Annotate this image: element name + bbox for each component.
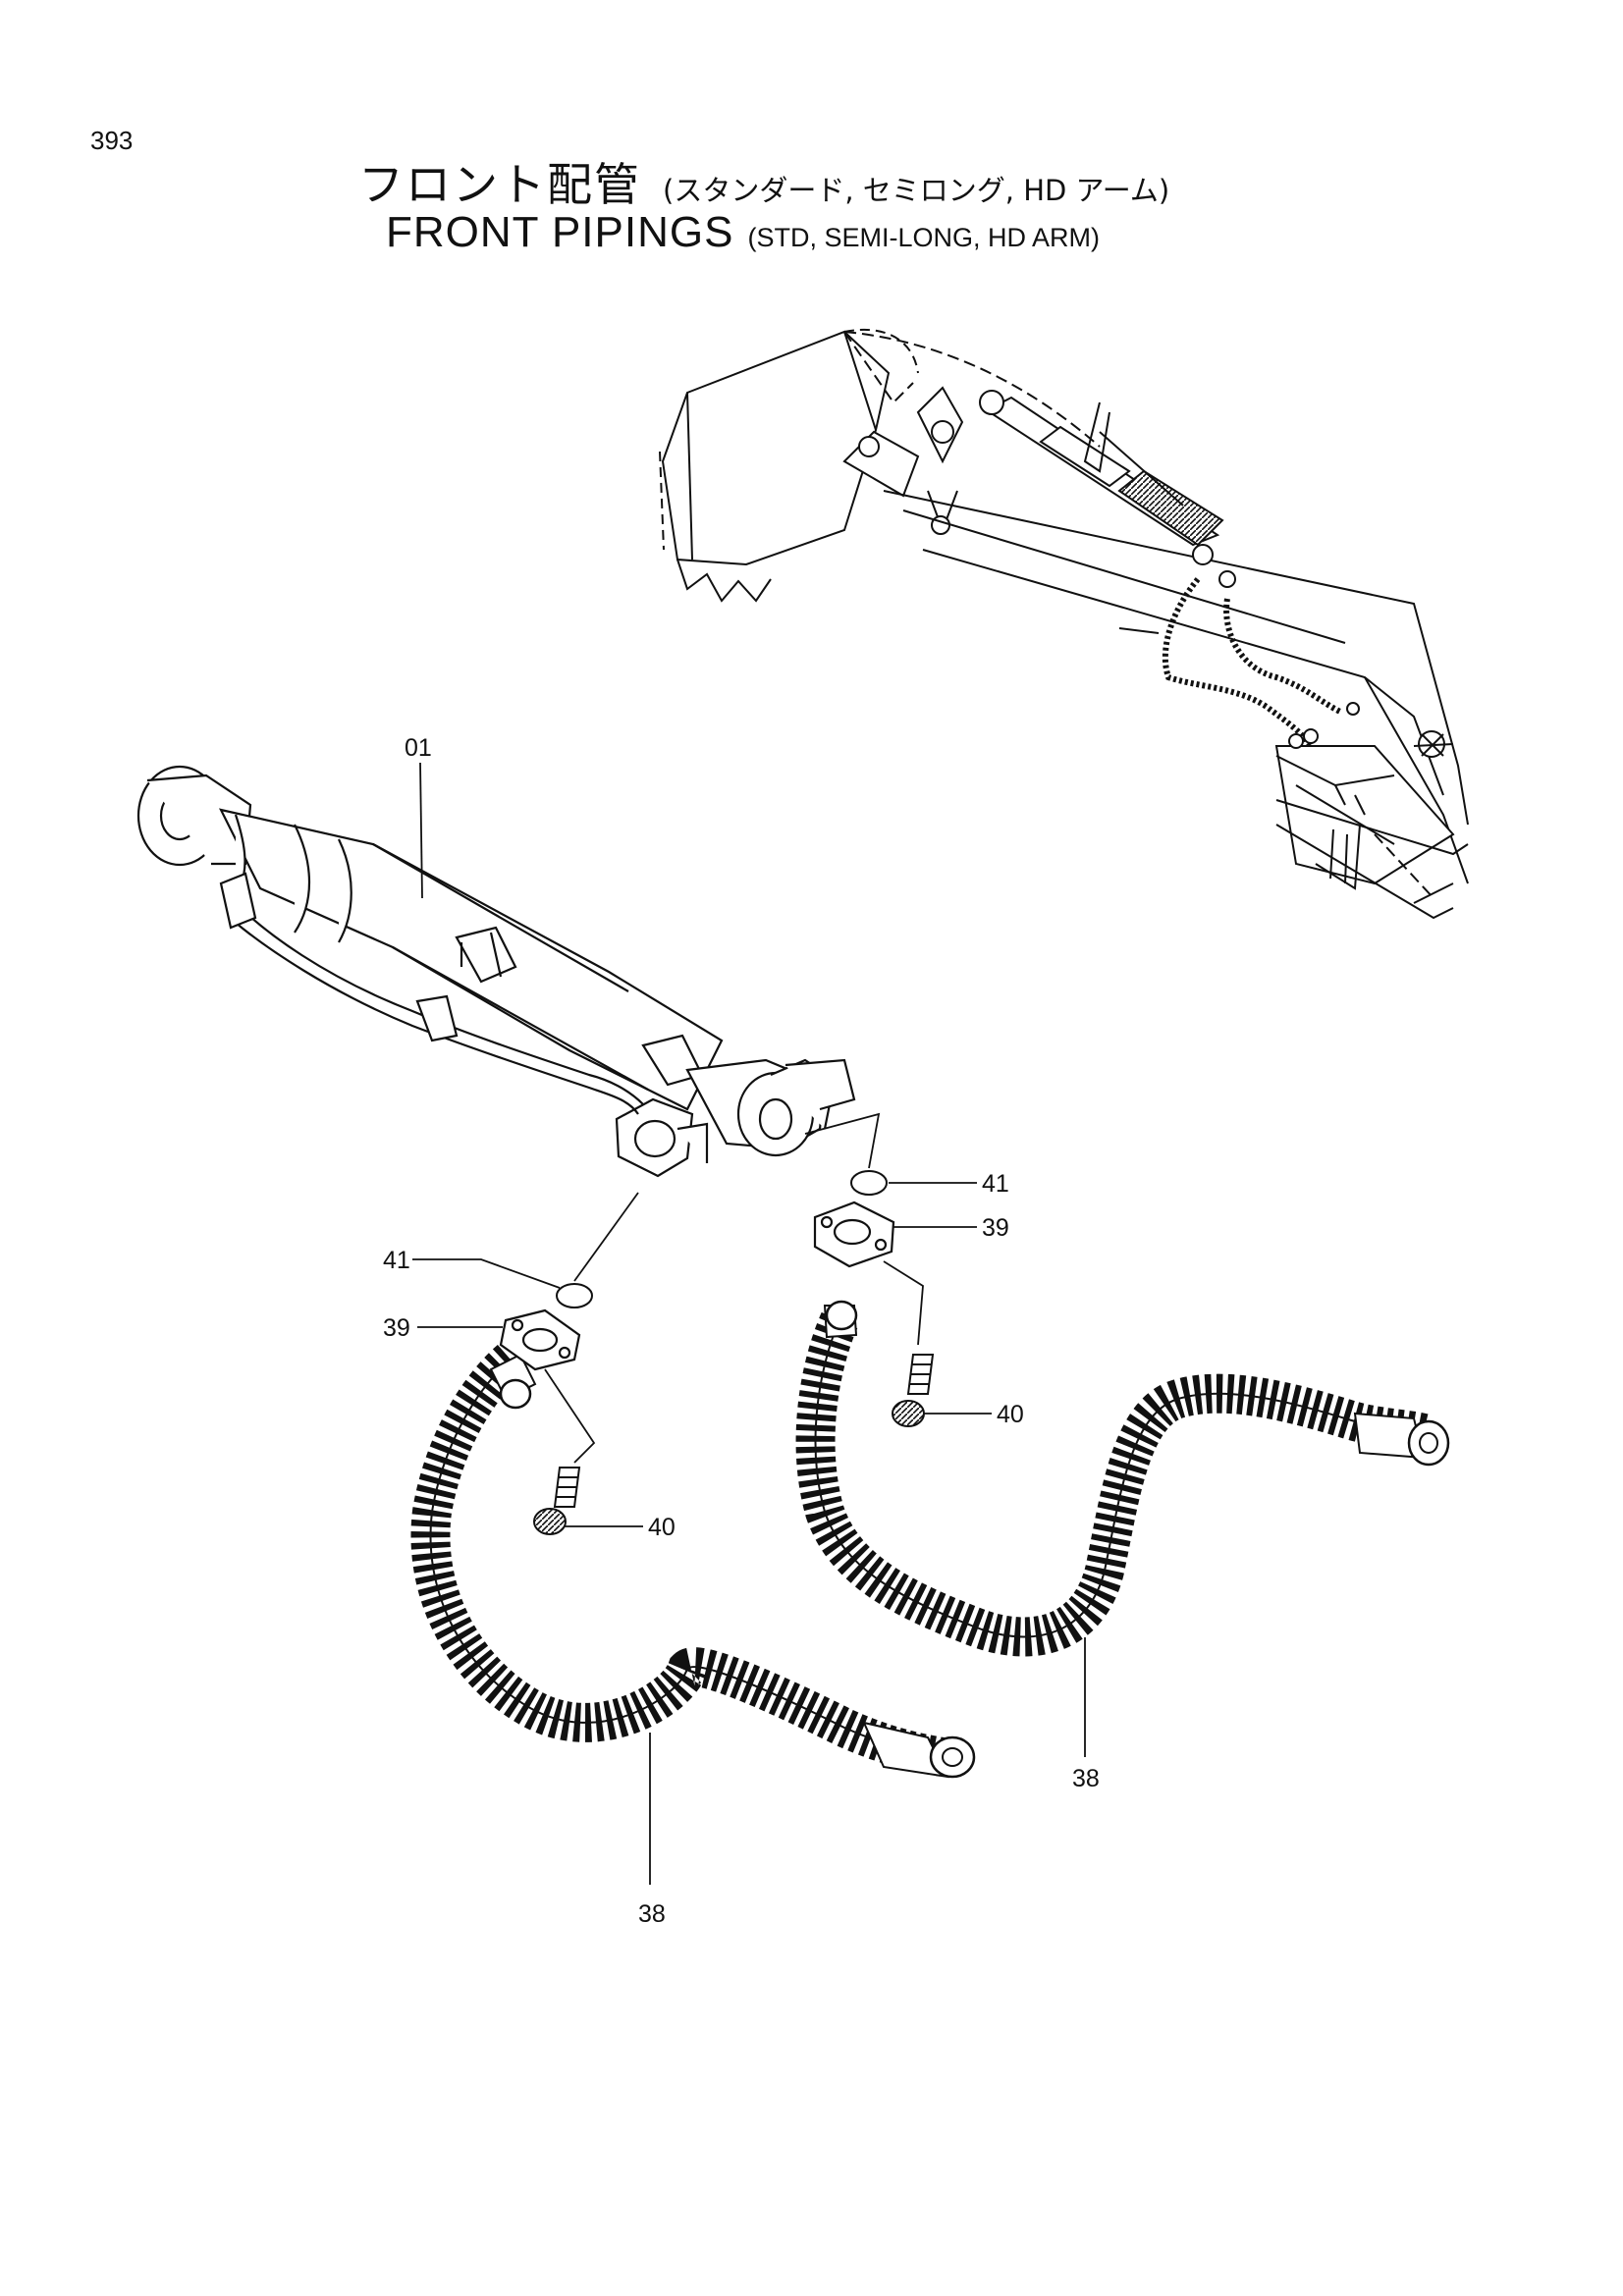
callout-label-40-right: 40 <box>997 1401 1024 1428</box>
callout-hose-left: 38 <box>638 1733 666 1928</box>
callout-label-39-right: 39 <box>982 1214 1009 1242</box>
excavator-arm-bucket-icon <box>659 328 1469 920</box>
flexible-hose-icon <box>795 1300 1450 1657</box>
callout-oring-right: 41 <box>889 1170 1009 1198</box>
callout-label-38-right: 38 <box>1072 1765 1100 1792</box>
callout-label-39-left: 39 <box>383 1314 410 1342</box>
callout-label-01: 01 <box>405 734 432 762</box>
callout-label-40-left: 40 <box>648 1514 676 1541</box>
callout-label-41-left: 41 <box>383 1247 410 1274</box>
callout-label-41-right: 41 <box>982 1170 1009 1198</box>
callout-label-38-left: 38 <box>638 1900 666 1928</box>
title-en-main: FRONT PIPINGS <box>386 208 734 256</box>
title-jp-subtitle: (スタンダード, セミロング, HD アーム) <box>663 174 1170 207</box>
split-flange-icon <box>813 1201 895 1268</box>
callout-bolt-left: 40 <box>565 1514 676 1541</box>
page-title-english: FRONT PIPINGS (STD, SEMI-LONG, HD ARM) <box>386 208 1100 257</box>
bolt-icon <box>892 1354 935 1427</box>
title-en-subtitle: (STD, SEMI-LONG, HD ARM) <box>747 223 1100 252</box>
callout-hose-right: 38 <box>1072 1637 1100 1792</box>
callout-oring-left: 41 <box>383 1247 561 1289</box>
title-jp-main: フロント配管 <box>358 158 641 211</box>
flexible-hose-icon <box>410 1344 976 1779</box>
o-ring-icon <box>850 1170 888 1196</box>
o-ring-icon <box>556 1283 593 1308</box>
callout-bolt-right: 40 <box>923 1401 1024 1428</box>
hydraulic-cylinder-icon <box>136 765 856 1178</box>
page-number: 393 <box>90 126 134 155</box>
callout-cylinder: 01 <box>405 734 432 899</box>
callout-flange-left: 39 <box>383 1314 503 1342</box>
page-title-japanese: フロント配管 (スタンダード, セミロング, HD アーム) <box>358 149 1169 214</box>
bolt-icon <box>533 1467 581 1535</box>
assembly-leaders <box>544 1112 924 1464</box>
callout-flange-right: 39 <box>893 1214 1009 1242</box>
split-flange-icon <box>499 1308 581 1371</box>
